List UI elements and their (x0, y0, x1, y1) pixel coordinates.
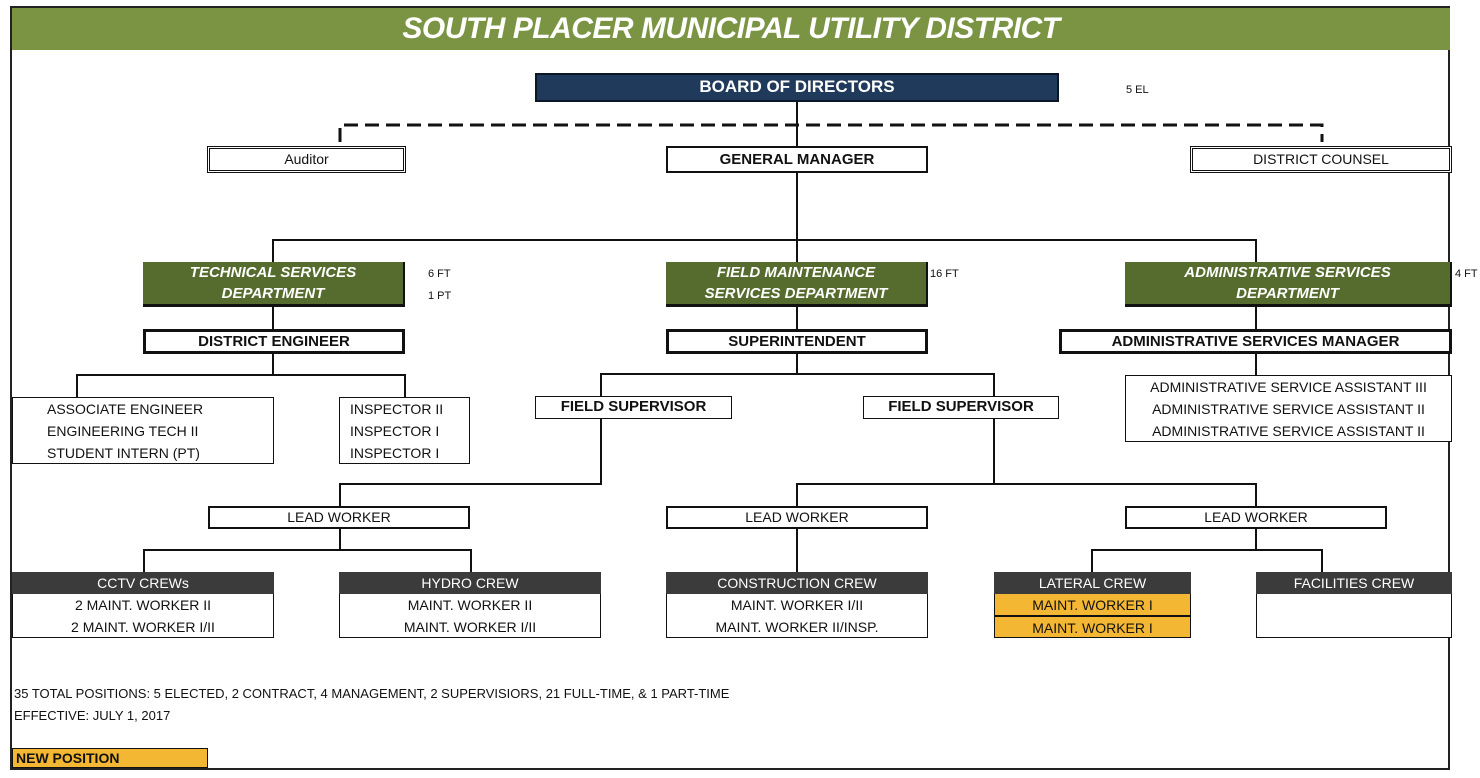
lateral-member-1-new-position: MAINT. WORKER I (994, 594, 1191, 616)
staff-admin-assistant-ii-1: ADMINISTRATIVE SERVICE ASSISTANT II (1152, 401, 1425, 417)
admin-dept-line2: DEPARTMENT (1236, 285, 1339, 302)
construction-crew-header: CONSTRUCTION CREW (666, 572, 928, 594)
general-manager-box: GENERAL MANAGER (666, 146, 928, 173)
staff-admin-assistant-ii-2: ADMINISTRATIVE SERVICE ASSISTANT II (1152, 423, 1425, 439)
admin-dept-line1: ADMINISTRATIVE SERVICES (1184, 264, 1391, 281)
engineering-staff-box: ASSOCIATE ENGINEER ENGINEERING TECH II S… (12, 397, 274, 464)
hydro-member-1: MAINT. WORKER II (407, 597, 533, 613)
cctv-crew-header: CCTV CREWs (12, 572, 274, 594)
page-title: SOUTH PLACER MUNICIPAL UTILITY DISTRICT (12, 8, 1450, 50)
admin-staff-box: ADMINISTRATIVE SERVICE ASSISTANT III ADM… (1125, 375, 1452, 442)
administrative-services-dept: ADMINISTRATIVE SERVICES DEPARTMENT (1125, 262, 1452, 307)
lead-worker-right-box: LEAD WORKER (1125, 506, 1387, 529)
cctv-member-1: 2 MAINT. WORKER II (74, 597, 212, 613)
construction-member-1: MAINT. WORKER I/II (730, 597, 864, 613)
district-engineer-box: DISTRICT ENGINEER (143, 329, 405, 354)
staff-inspector-i-1: INSPECTOR I (350, 423, 440, 439)
field-maintenance-dept: FIELD MAINTENANCE SERVICES DEPARTMENT (666, 262, 928, 307)
auditor-box: Auditor (207, 146, 406, 173)
cctv-member-2: 2 MAINT. WORKER I/II (71, 619, 215, 635)
superintendent-box: SUPERINTENDENT (666, 329, 928, 354)
construction-member-2: MAINT. WORKER II/INSP. (715, 619, 879, 635)
technical-count-ft: 6 FT (428, 268, 451, 280)
staff-admin-assistant-iii: ADMINISTRATIVE SERVICE ASSISTANT III (1150, 379, 1427, 395)
lateral-member-2-new-position: MAINT. WORKER I (994, 616, 1191, 638)
admin-services-manager-box: ADMINISTRATIVE SERVICES MANAGER (1059, 329, 1452, 354)
board-count: 5 EL (1126, 84, 1149, 96)
field-dept-line1: FIELD MAINTENANCE (716, 264, 876, 281)
cctv-crew-members: 2 MAINT. WORKER II 2 MAINT. WORKER I/II (12, 594, 274, 638)
staff-student-intern: STUDENT INTERN (PT) (47, 445, 200, 461)
district-counsel-box: DISTRICT COUNSEL (1190, 146, 1452, 173)
field-dept-line2: SERVICES DEPARTMENT (704, 285, 888, 302)
hydro-member-2: MAINT. WORKER I/II (403, 619, 537, 635)
board-of-directors-box: BOARD OF DIRECTORS (535, 73, 1059, 102)
facilities-crew-header: FACILITIES CREW (1256, 572, 1452, 594)
construction-crew-members: MAINT. WORKER I/II MAINT. WORKER II/INSP… (666, 594, 928, 638)
hydro-crew-members: MAINT. WORKER II MAINT. WORKER I/II (339, 594, 601, 638)
lead-worker-center-box: LEAD WORKER (666, 506, 928, 529)
effective-date-note: EFFECTIVE: JULY 1, 2017 (14, 708, 171, 723)
new-position-legend: NEW POSITION (12, 748, 208, 768)
staff-inspector-i-2: INSPECTOR I (350, 445, 440, 461)
total-positions-note: 35 TOTAL POSITIONS: 5 ELECTED, 2 CONTRAC… (14, 686, 730, 701)
staff-engineering-tech: ENGINEERING TECH II (47, 423, 199, 439)
field-count-ft: 16 FT (930, 268, 959, 280)
field-supervisor-left-box: FIELD SUPERVISOR (535, 396, 732, 419)
field-supervisor-right-box: FIELD SUPERVISOR (863, 396, 1059, 419)
technical-count-pt: 1 PT (428, 290, 452, 302)
technical-dept-line2: DEPARTMENT (221, 285, 325, 302)
inspector-staff-box: INSPECTOR II INSPECTOR I INSPECTOR I (339, 397, 470, 464)
admin-count-ft: 4 FT (1455, 268, 1478, 280)
technical-services-dept: TECHNICAL SERVICES DEPARTMENT (143, 262, 405, 307)
facilities-crew-members (1256, 594, 1452, 638)
hydro-crew-header: HYDRO CREW (339, 572, 601, 594)
lead-worker-left-box: LEAD WORKER (208, 506, 470, 529)
staff-inspector-ii: INSPECTOR II (350, 401, 444, 417)
staff-associate-engineer: ASSOCIATE ENGINEER (47, 401, 204, 417)
lateral-crew-header: LATERAL CREW (994, 572, 1191, 594)
technical-dept-line1: TECHNICAL SERVICES (189, 264, 357, 281)
